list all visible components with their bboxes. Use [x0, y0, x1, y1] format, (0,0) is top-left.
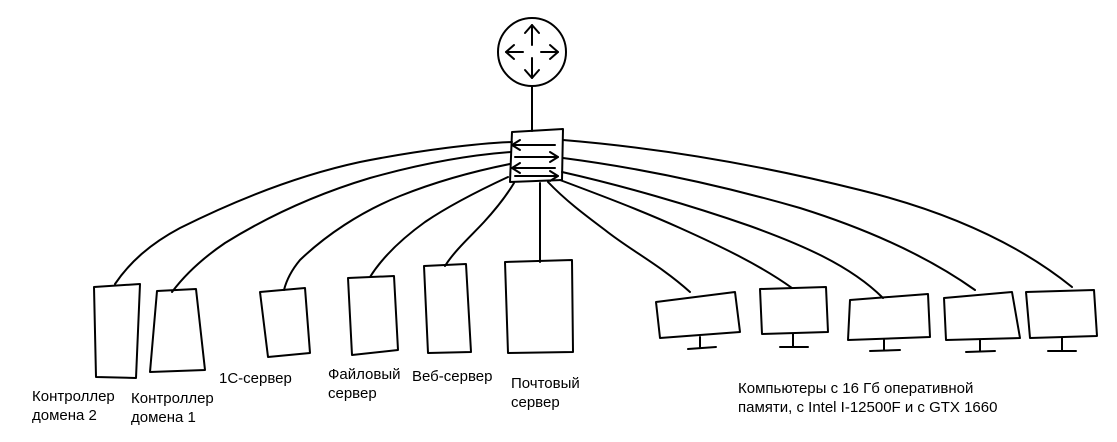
label-1c-server: 1С-сервер [219, 369, 292, 388]
server-icon [347, 275, 399, 356]
server-icon [259, 287, 311, 358]
monitor-icon [759, 286, 829, 348]
label-line: 1С-сервер [219, 370, 292, 387]
monitor-icon [847, 293, 931, 352]
server-icon [423, 263, 472, 354]
label-line: Контроллер [32, 388, 115, 405]
label-line: сервер [328, 385, 377, 402]
monitor-icon [943, 291, 1021, 353]
label-line: памяти, с Intel I-12500F и с GTX 1660 [738, 399, 998, 416]
link-switch-pc2 [559, 179, 793, 289]
link-switch-dc2 [114, 141, 513, 285]
label-computers: Компьютеры с 16 Гб оперативной памяти, с… [738, 379, 997, 417]
link-switch-file [369, 176, 509, 278]
label-mail-server: Почтовый сервер [511, 374, 580, 412]
link-switch-dc1 [171, 151, 512, 293]
label-web-server: Веб-сервер [412, 367, 492, 386]
link-switch-1c [283, 163, 511, 291]
router-icon [497, 17, 567, 87]
label-line: Файловый [328, 366, 401, 383]
link-switch-pc3 [561, 171, 884, 299]
label-domain-controller-2: Контроллер домена 2 [32, 387, 115, 425]
server-icon [149, 288, 206, 373]
server-icon [504, 259, 574, 354]
link-switch-pc5 [562, 139, 1073, 288]
label-domain-controller-1: Контроллер домена 1 [131, 389, 214, 427]
label-line: Почтовый [511, 375, 580, 392]
label-file-server: Файловый сервер [328, 365, 401, 403]
server-icon [93, 283, 141, 379]
label-line: домена 2 [32, 407, 97, 424]
label-line: Компьютеры с 16 Гб оперативной [738, 380, 974, 397]
monitor-icon [1025, 289, 1098, 352]
monitor-icon [655, 291, 741, 350]
switch-icon [509, 128, 564, 183]
label-line: Веб-сервер [412, 368, 493, 385]
link-switch-pc4 [562, 157, 976, 291]
label-line: сервер [511, 394, 560, 411]
label-line: Контроллер [131, 390, 214, 407]
link-switch-web [444, 182, 515, 267]
link-switch-pc1 [547, 181, 691, 293]
label-line: домена 1 [131, 409, 196, 426]
